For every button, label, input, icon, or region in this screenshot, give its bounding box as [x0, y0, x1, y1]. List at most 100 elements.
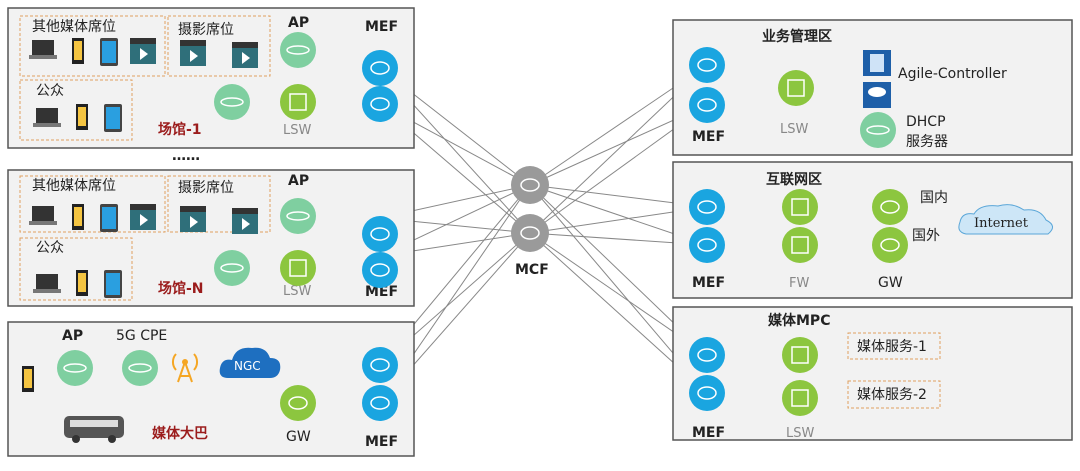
internet-zone-title: 互联网区 — [766, 172, 822, 188]
media-seats-group — [19, 15, 166, 77]
ellipsis: …… — [172, 148, 200, 164]
venue-1-zone — [7, 7, 415, 149]
media-mpc-zone — [672, 306, 1073, 441]
media-service-2-box — [847, 380, 941, 409]
mef-router[interactable] — [362, 86, 398, 122]
mcf-router[interactable] — [511, 166, 549, 204]
video-icon — [130, 204, 156, 230]
cloud-controller-icon[interactable] — [863, 82, 891, 108]
firewall[interactable] — [782, 227, 818, 263]
cpe-label: 5G CPE — [116, 328, 167, 344]
mef-router[interactable] — [689, 375, 725, 411]
internet-cloud-label: Internet — [974, 216, 1029, 231]
antenna-icon — [172, 353, 198, 383]
media-seats-label: 其他媒体席位 — [32, 178, 116, 194]
photo-seats-label: 摄影席位 — [178, 22, 234, 38]
public-group — [19, 237, 133, 301]
video-icon — [180, 206, 206, 232]
fw-label: FW — [789, 276, 809, 291]
wireless-ap[interactable] — [280, 198, 316, 234]
phone-icon — [72, 38, 84, 64]
mef-router[interactable] — [689, 189, 725, 225]
lsw-label: LSW — [786, 426, 814, 441]
lsw-switch[interactable] — [778, 70, 814, 106]
ngc-cloud-icon[interactable] — [219, 347, 281, 378]
gw-label: GW — [286, 429, 311, 445]
tablet-icon — [104, 270, 122, 298]
venue-n-title: 场馆-N — [158, 280, 204, 297]
laptop-icon — [33, 108, 61, 127]
gw-router[interactable] — [872, 227, 908, 263]
domestic-label: 国内 — [920, 190, 948, 206]
mef-router[interactable] — [689, 337, 725, 373]
dhcp-label: DHCP — [906, 114, 946, 130]
dhcp-server-label: 服务器 — [906, 134, 948, 150]
mef-label: MEF — [692, 129, 725, 145]
mef-router[interactable] — [689, 87, 725, 123]
laptop-icon — [29, 40, 57, 59]
mef-label: MEF — [365, 19, 398, 35]
dhcp-server[interactable] — [860, 112, 896, 148]
media-service-1-label: 媒体服务-1 — [857, 339, 927, 355]
bus-icon — [64, 416, 124, 443]
firewall[interactable] — [782, 189, 818, 225]
mef-router[interactable] — [362, 50, 398, 86]
public-label: 公众 — [36, 83, 64, 99]
mef-router[interactable] — [362, 252, 398, 288]
media-mpc-title: 媒体MPC — [767, 312, 830, 329]
mcf-router[interactable] — [511, 214, 549, 252]
video-icon — [180, 40, 206, 66]
ap-label: AP — [288, 15, 309, 31]
tablet-icon — [100, 38, 118, 66]
gw-router[interactable] — [872, 189, 908, 225]
ap[interactable] — [214, 250, 250, 286]
mef-router[interactable] — [689, 227, 725, 263]
video-icon — [232, 42, 258, 68]
ap[interactable] — [57, 350, 93, 386]
lsw-switch[interactable] — [280, 250, 316, 286]
phone-icon — [76, 104, 88, 130]
lsw-switch[interactable] — [782, 380, 818, 416]
mef-router[interactable] — [362, 385, 398, 421]
gw-router[interactable] — [280, 385, 316, 421]
lsw-switch[interactable] — [280, 84, 316, 120]
photo-seats-group — [167, 15, 271, 77]
ngc-label: NGC — [234, 359, 261, 373]
lsw-label: LSW — [283, 284, 311, 299]
mef-router[interactable] — [362, 216, 398, 252]
phone-icon — [22, 366, 34, 392]
ap-label: AP — [288, 173, 309, 189]
phone-icon — [72, 204, 84, 230]
tablet-icon — [100, 204, 118, 232]
foreign-label: 国外 — [912, 228, 940, 244]
wireless-ap[interactable] — [280, 32, 316, 68]
lsw-label: LSW — [780, 122, 808, 137]
mef-router[interactable] — [689, 47, 725, 83]
media-service-1-box — [847, 332, 941, 360]
venue-1-title: 场馆-1 — [158, 121, 202, 138]
agile-controller-server-icon[interactable] — [863, 50, 891, 76]
gw-label: GW — [878, 275, 903, 291]
public-label: 公众 — [36, 240, 64, 256]
ap-label: AP — [62, 328, 83, 344]
photo-seats-group — [167, 175, 271, 233]
video-icon — [130, 38, 156, 64]
phone-icon — [76, 270, 88, 296]
laptop-icon — [33, 274, 61, 293]
tablet-icon — [104, 104, 122, 132]
mgmt-title: 业务管理区 — [762, 28, 832, 45]
mef-label: MEF — [692, 425, 725, 441]
mef-router[interactable] — [362, 347, 398, 383]
public-group — [19, 79, 133, 141]
ap[interactable] — [214, 84, 250, 120]
lsw-label: LSW — [283, 123, 311, 138]
5g-cpe[interactable] — [122, 350, 158, 386]
internet-cloud-icon — [958, 204, 1053, 235]
media-seats-label: 其他媒体席位 — [32, 19, 116, 35]
lsw-switch[interactable] — [782, 337, 818, 373]
mef-label: MEF — [365, 284, 398, 300]
media-bus-zone — [7, 321, 415, 457]
media-bus-title: 媒体大巴 — [151, 425, 208, 442]
media-seats-group — [19, 175, 166, 233]
